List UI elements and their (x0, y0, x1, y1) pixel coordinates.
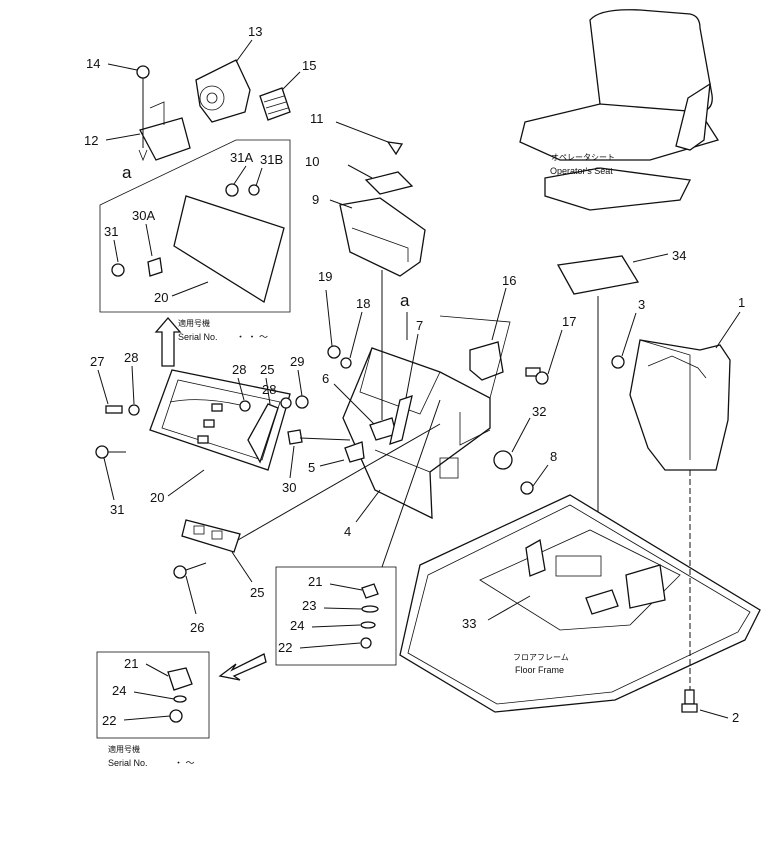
box-16: 16 (469, 273, 516, 381)
plate-7: 7 a (389, 291, 423, 445)
callout-21-mid: 21 (308, 574, 322, 589)
nut-3: 3 (611, 297, 645, 369)
fasteners-mid: 28 25 28 29 30 (232, 354, 351, 495)
callout-8: 8 (550, 449, 557, 464)
serial1-jp: 適用号機 (178, 318, 210, 328)
bolt-14: 14 a (86, 56, 150, 182)
switch-5: 5 (308, 441, 365, 475)
callout-10: 10 (305, 154, 319, 169)
grommet-32: 32 (493, 404, 546, 470)
callout-30: 30 (282, 480, 296, 495)
callout-28b: 28 (232, 362, 246, 377)
plate-33: 33 (462, 595, 531, 631)
callout-19: 19 (318, 269, 332, 284)
floor-label-en: Floor Frame (515, 665, 564, 675)
inset-bottom-left: 21 24 22 適用号機 Serial No. ・ ～ (96, 651, 210, 768)
panel-9: 9 (312, 192, 426, 420)
callout-25b: 25 (250, 585, 264, 600)
callout-31-inset: 31 (104, 224, 118, 239)
callout-3: 3 (638, 297, 645, 312)
callout-31A: 31A (230, 150, 253, 165)
callout-24-low: 24 (112, 683, 126, 698)
callout-2: 2 (732, 710, 739, 725)
callout-27: 27 (90, 354, 104, 369)
inset-middle: 21 23 24 22 (275, 399, 441, 666)
operator-seat: オペレータシート Operator's Seat (519, 9, 720, 211)
callout-16: 16 (502, 273, 516, 288)
callout-33: 33 (462, 616, 476, 631)
screw-26: 26 (173, 562, 207, 635)
plate-10: 10 (305, 154, 414, 195)
serial1-range: ・ ・ ～ (236, 332, 268, 342)
callout-21-low: 21 (124, 656, 138, 671)
callout-20: 20 (150, 490, 164, 505)
ref-a-top: a (122, 163, 132, 182)
callout-31: 31 (110, 502, 124, 517)
bolt-8: 8 (520, 449, 557, 495)
relay-15: 15 (259, 58, 316, 121)
callout-23: 23 (302, 598, 316, 613)
callout-4: 4 (344, 524, 351, 539)
callout-25: 25 (260, 362, 274, 377)
callout-24-mid: 24 (290, 618, 304, 633)
bracket-6: 6 (322, 371, 397, 441)
callout-20-inset: 20 (154, 290, 168, 305)
callout-11: 11 (310, 111, 324, 126)
callout-34: 34 (672, 248, 686, 263)
callout-6: 6 (322, 371, 329, 386)
ref-a-console: a (400, 291, 410, 310)
callout-17: 17 (562, 314, 576, 329)
serial2-range: ・ ～ (174, 758, 195, 768)
bolt-2: 2 (681, 689, 739, 725)
plate-25: 25 (181, 423, 441, 600)
callout-31B: 31B (260, 152, 283, 167)
serial1-en: Serial No. (178, 332, 218, 342)
callout-29: 29 (290, 354, 304, 369)
screw-11: 11 (310, 111, 404, 156)
callout-15: 15 (302, 58, 316, 73)
console-4: 4 (342, 347, 491, 539)
callout-22-mid: 22 (278, 640, 292, 655)
callout-30A: 30A (132, 208, 155, 223)
callout-14: 14 (86, 56, 100, 71)
callout-28: 28 (124, 350, 138, 365)
callout-1: 1 (738, 295, 745, 310)
up-arrow (154, 317, 182, 367)
left-down-arrow (218, 653, 267, 681)
callout-32: 32 (532, 404, 546, 419)
serial2-jp: 適用号機 (108, 744, 140, 754)
callout-9: 9 (312, 192, 319, 207)
callout-12: 12 (84, 133, 98, 148)
floor-frame: フロアフレーム Floor Frame (399, 494, 761, 713)
cover-box-1: 1 (629, 295, 745, 690)
seat-label-jp: オペレータシート (551, 153, 615, 162)
callout-7: 7 (416, 318, 423, 333)
callout-22-low: 22 (102, 713, 116, 728)
washer-19: 19 (318, 269, 341, 359)
callout-28c: 28 (262, 382, 276, 397)
horn-13: 13 (195, 24, 262, 123)
callout-13: 13 (248, 24, 262, 39)
callout-5: 5 (308, 460, 315, 475)
bolt-17: 17 (525, 314, 576, 385)
floor-label-jp: フロアフレーム (513, 653, 569, 662)
callout-26: 26 (190, 620, 204, 635)
callout-18: 18 (356, 296, 370, 311)
fasteners-left: 27 28 31 (90, 350, 140, 517)
serial2-en: Serial No. (108, 758, 148, 768)
nut-18: 18 (340, 296, 370, 369)
inset-upper-left: 31A 31B 30A 31 20 適用号機 Serial No. ・ ・ ～ (99, 139, 291, 342)
seat-label-en: Operator's Seat (550, 166, 613, 176)
bracket-12: 12 (84, 101, 191, 161)
